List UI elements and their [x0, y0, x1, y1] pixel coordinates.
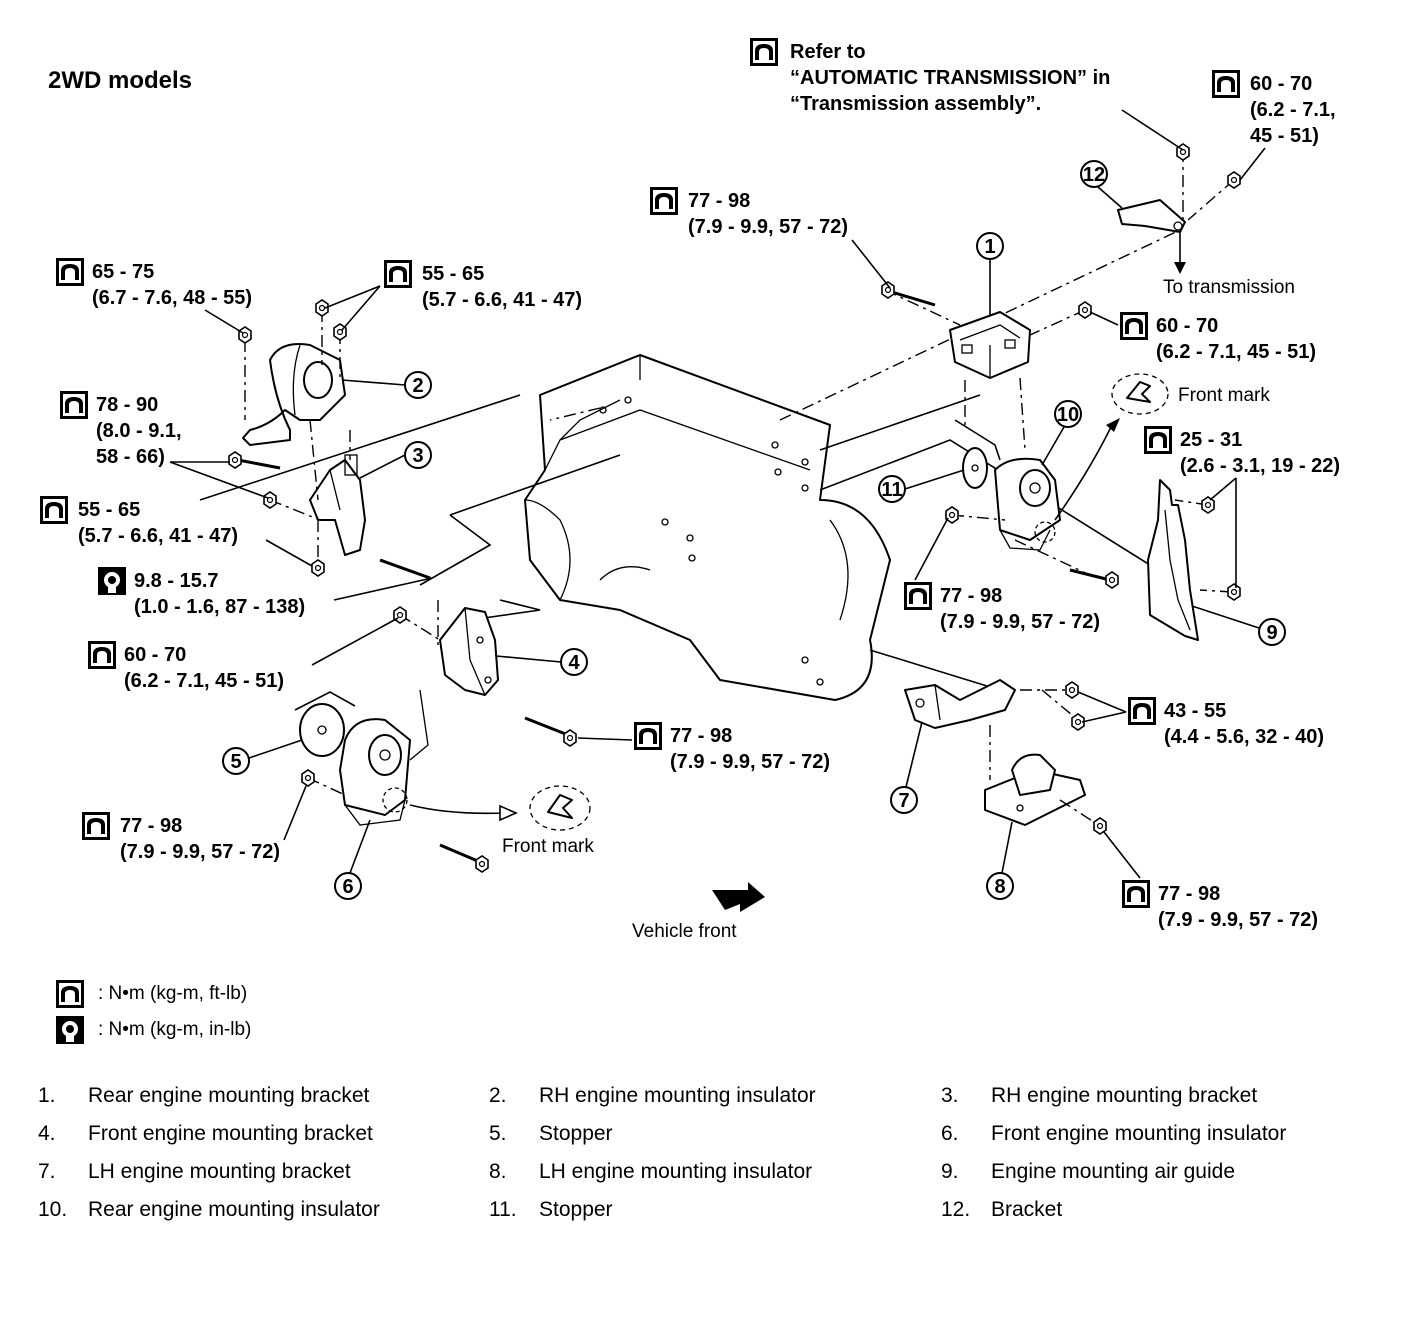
callout-9: 9	[1258, 618, 1286, 646]
torque-wrench-icon	[750, 38, 778, 66]
part-item: 1.Rear engine mounting bracket	[38, 1084, 370, 1107]
torque-t1-ftlb: 45 - 51)	[1250, 125, 1319, 147]
note-line-1: Refer to	[790, 41, 866, 63]
svg-text:5: 5	[230, 751, 241, 773]
torque-t9-detail: (1.0 - 1.6, 87 - 138)	[134, 596, 305, 618]
diagram-title: 2WD models	[48, 67, 192, 94]
lh-engine-mounting-insulator	[984, 753, 1086, 826]
callout-4: 4	[560, 648, 588, 676]
svg-text:9: 9	[1266, 622, 1277, 644]
part-item: 11.Stopper	[489, 1198, 613, 1221]
callout-12: 12	[1080, 160, 1108, 188]
rh-engine-mounting-insulator	[242, 343, 346, 446]
unit-ftlb: : N•m (kg-m, ft-lb)	[98, 983, 247, 1004]
torque-t11-detail: (6.2 - 7.1, 45 - 51)	[124, 670, 284, 692]
torque-t14-value: 77 - 98	[120, 815, 182, 837]
part-item: 6.Front engine mounting insulator	[941, 1122, 1287, 1145]
rear-engine-mounting-insulator	[994, 457, 1061, 551]
note-line-2: “AUTOMATIC TRANSMISSION” in	[790, 67, 1110, 89]
svg-text:1: 1	[984, 236, 995, 258]
front-mark-left-label: Front mark	[502, 836, 594, 857]
part-item: 10.Rear engine mounting insulator	[38, 1198, 380, 1221]
stopper-11	[962, 447, 988, 489]
torque-t1-kgm: (6.2 - 7.1,	[1250, 99, 1336, 121]
torque-t7-value: 25 - 31	[1180, 429, 1242, 451]
engine-mounting-air-guide	[1147, 479, 1199, 641]
torque-t7-detail: (2.6 - 3.1, 19 - 22)	[1180, 455, 1340, 477]
part-item: 4.Front engine mounting bracket	[38, 1122, 373, 1145]
torque-t12-value: 43 - 55	[1164, 700, 1226, 722]
callout-8: 8	[986, 872, 1014, 900]
torque-t4-detail: (5.7 - 6.6, 41 - 47)	[422, 289, 582, 311]
torque-t4-value: 55 - 65	[422, 263, 484, 285]
torque-t15-value: 77 - 98	[1158, 883, 1220, 905]
engine-block	[524, 354, 891, 701]
vehicle-front-arrow-icon	[712, 882, 765, 912]
unit-inlb: : N•m (kg-m, in-lb)	[98, 1019, 251, 1040]
torque-t6-ftlb: 58 - 66)	[96, 446, 165, 468]
bracket-12	[1117, 199, 1186, 233]
torque-t10-value: 77 - 98	[940, 585, 1002, 607]
torque-t14-detail: (7.9 - 9.9, 57 - 72)	[120, 841, 280, 863]
callout-7: 7	[890, 786, 918, 814]
to-transmission-label: To transmission	[1163, 277, 1295, 298]
part-item: 2.RH engine mounting insulator	[489, 1084, 816, 1107]
part-item: 7.LH engine mounting bracket	[38, 1160, 351, 1183]
torque-t2-detail: (7.9 - 9.9, 57 - 72)	[688, 216, 848, 238]
ftlb-wrench-icon	[56, 980, 84, 1008]
svg-text:10: 10	[1057, 404, 1079, 426]
torque-t8-detail: (5.7 - 6.6, 41 - 47)	[78, 525, 238, 547]
torque-t5-detail: (6.2 - 7.1, 45 - 51)	[1156, 341, 1316, 363]
torque-t6-value: 78 - 90	[96, 394, 158, 416]
note-line-3: “Transmission assembly”.	[790, 93, 1041, 115]
callout-1: 1	[976, 232, 1004, 260]
inlb-wrench-icon	[56, 1016, 84, 1044]
torque-t13-value: 77 - 98	[670, 725, 732, 747]
lh-engine-mounting-bracket	[904, 679, 1016, 729]
front-engine-mounting-bracket	[439, 607, 499, 696]
torque-t12-detail: (4.4 - 5.6, 32 - 40)	[1164, 726, 1324, 748]
torque-t3-detail: (6.7 - 7.6, 48 - 55)	[92, 287, 252, 309]
svg-text:8: 8	[994, 876, 1005, 898]
svg-text:7: 7	[898, 790, 909, 812]
torque-t2-value: 77 - 98	[688, 190, 750, 212]
callout-11: 11	[878, 475, 906, 503]
callout-2: 2	[404, 371, 432, 399]
callout-5: 5	[222, 747, 250, 775]
torque-t8-value: 55 - 65	[78, 499, 140, 521]
vehicle-front-label: Vehicle front	[632, 921, 737, 942]
part-item: 12.Bracket	[941, 1198, 1063, 1221]
torque-t5-value: 60 - 70	[1156, 315, 1218, 337]
callout-3: 3	[404, 441, 432, 469]
torque-t13-detail: (7.9 - 9.9, 57 - 72)	[670, 751, 830, 773]
svg-text:3: 3	[412, 445, 423, 467]
torque-t9-value: 9.8 - 15.7	[134, 570, 219, 592]
rear-engine-mounting-bracket	[949, 311, 1031, 379]
stopper-5	[299, 703, 345, 757]
torque-t6-kgm: (8.0 - 9.1,	[96, 420, 182, 442]
torque-t3-value: 65 - 75	[92, 261, 154, 283]
svg-text:4: 4	[568, 652, 580, 674]
front-mark-right-label: Front mark	[1178, 385, 1270, 406]
svg-text:11: 11	[881, 479, 902, 501]
callout-10: 10	[1054, 400, 1082, 428]
rh-engine-mounting-bracket	[309, 454, 366, 556]
part-item: 3.RH engine mounting bracket	[941, 1084, 1258, 1107]
svg-text:6: 6	[342, 876, 353, 898]
torque-t15-detail: (7.9 - 9.9, 57 - 72)	[1158, 909, 1318, 931]
part-item: 9.Engine mounting air guide	[941, 1160, 1236, 1183]
part-item: 8.LH engine mounting insulator	[489, 1160, 813, 1183]
torque-t10-detail: (7.9 - 9.9, 57 - 72)	[940, 611, 1100, 633]
callout-6: 6	[334, 872, 362, 900]
torque-t1-value: 60 - 70	[1250, 73, 1312, 95]
front-engine-mounting-insulator	[339, 718, 411, 826]
part-item: 5.Stopper	[489, 1122, 613, 1145]
torque-t11-value: 60 - 70	[124, 644, 186, 666]
svg-text:2: 2	[412, 375, 423, 397]
svg-text:12: 12	[1083, 164, 1105, 186]
